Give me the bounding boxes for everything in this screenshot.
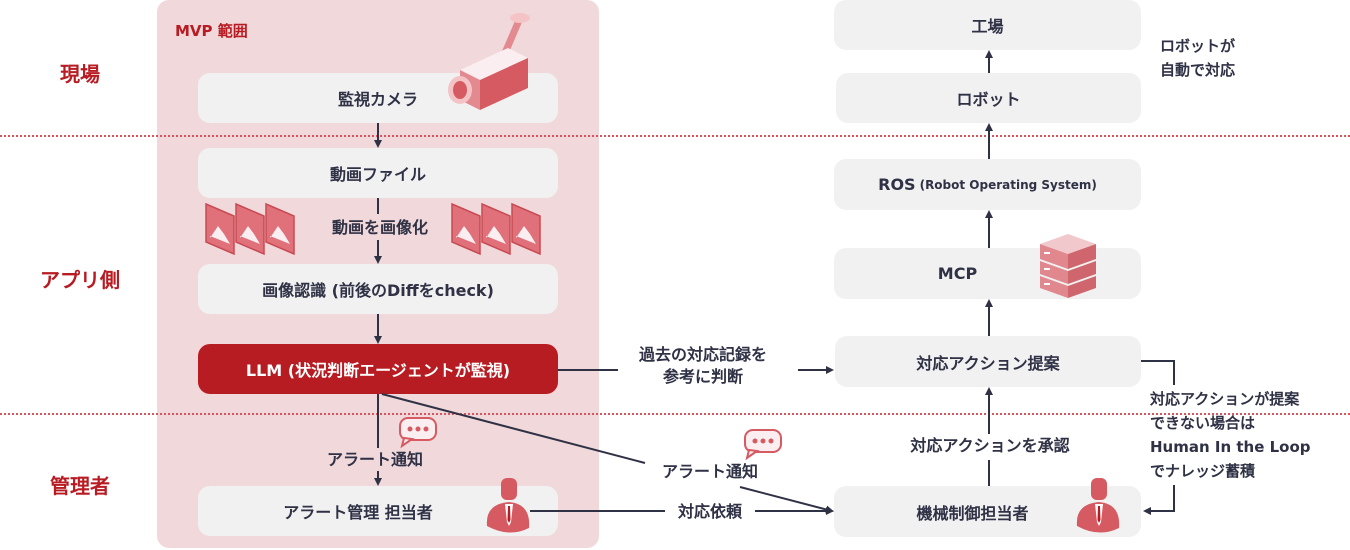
mcp-box: MCP xyxy=(834,248,1141,299)
hitl-line2: できない場合は xyxy=(1150,414,1256,432)
zone-label-app: アプリ側 xyxy=(40,268,120,292)
chat-bubble-icon-middle xyxy=(744,429,782,461)
robot-auto-line1: ロボットが xyxy=(1160,37,1236,55)
image-recognition-box: 画像認識 (前後のDiffをcheck) xyxy=(198,264,558,314)
robot-box: ロボット xyxy=(836,73,1141,123)
machine-operator-label: 機械制御担当者 xyxy=(916,503,1029,523)
zone-label-admin: 管理者 xyxy=(50,474,110,498)
bracket-hitl-to-operator xyxy=(1143,485,1175,515)
llm-box: LLM (状況判断エージェントが監視) xyxy=(198,344,558,394)
mvp-scope-title: MVP 範囲 xyxy=(175,22,248,40)
ros-sub-label: (Robot Operating System) xyxy=(919,177,1097,192)
alert-notify-label-left: アラート通知 xyxy=(290,448,460,471)
camera-label: 監視カメラ xyxy=(337,90,418,109)
hitl-line3: Human In the Loop xyxy=(1150,438,1311,456)
alert-manager-label: アラート管理 担当者 xyxy=(283,503,433,522)
bracket-proposal-to-hitl xyxy=(1141,360,1175,385)
mcp-label: MCP xyxy=(937,264,978,283)
past-records-line2: 参考に判断 xyxy=(662,367,743,386)
robot-auto-note: ロボットが 自動で対応 xyxy=(1160,34,1235,82)
alert-manager-box: アラート管理 担当者 xyxy=(198,486,558,536)
zone-divider-top xyxy=(0,135,1350,137)
alert-notify-label-middle: アラート通知 xyxy=(640,460,780,483)
zone-divider-bottom xyxy=(0,413,1350,415)
ros-box: ROS (Robot Operating System) xyxy=(834,159,1141,210)
image-recognition-label: 画像認識 (前後のDiffをcheck) xyxy=(262,281,494,300)
robot-label: ロボット xyxy=(956,90,1021,109)
action-proposal-label: 対応アクション提案 xyxy=(916,353,1060,373)
robot-auto-line2: 自動で対応 xyxy=(1160,61,1236,79)
video-to-image-label: 動画を画像化 xyxy=(331,218,428,237)
llm-label: LLM (状況判断エージェントが監視) xyxy=(245,361,511,380)
video-file-label: 動画ファイル xyxy=(329,165,426,184)
approve-label: 対応アクションを承認 xyxy=(870,434,1110,457)
zone-label-field: 現場 xyxy=(60,62,100,86)
hitl-line4: でナレッジ蓄積 xyxy=(1150,462,1256,480)
factory-box: 工場 xyxy=(834,0,1141,50)
action-proposal-box: 対応アクション提案 xyxy=(835,336,1141,387)
ros-label: ROS xyxy=(878,175,916,194)
machine-operator-box: 機械制御担当者 xyxy=(834,486,1141,537)
hitl-note: 対応アクションが提案 できない場合は Human In the Loop でナレ… xyxy=(1150,387,1311,483)
video-file-box: 動画ファイル xyxy=(198,148,558,198)
request-label: 対応依頼 xyxy=(665,500,755,523)
camera-box: 監視カメラ xyxy=(198,73,558,123)
hitl-line1: 対応アクションが提案 xyxy=(1150,390,1300,408)
factory-label: 工場 xyxy=(971,17,1004,36)
past-records-line1: 過去の対応記録を xyxy=(638,345,767,364)
past-records-label: 過去の対応記録を 参考に判断 xyxy=(608,344,798,388)
